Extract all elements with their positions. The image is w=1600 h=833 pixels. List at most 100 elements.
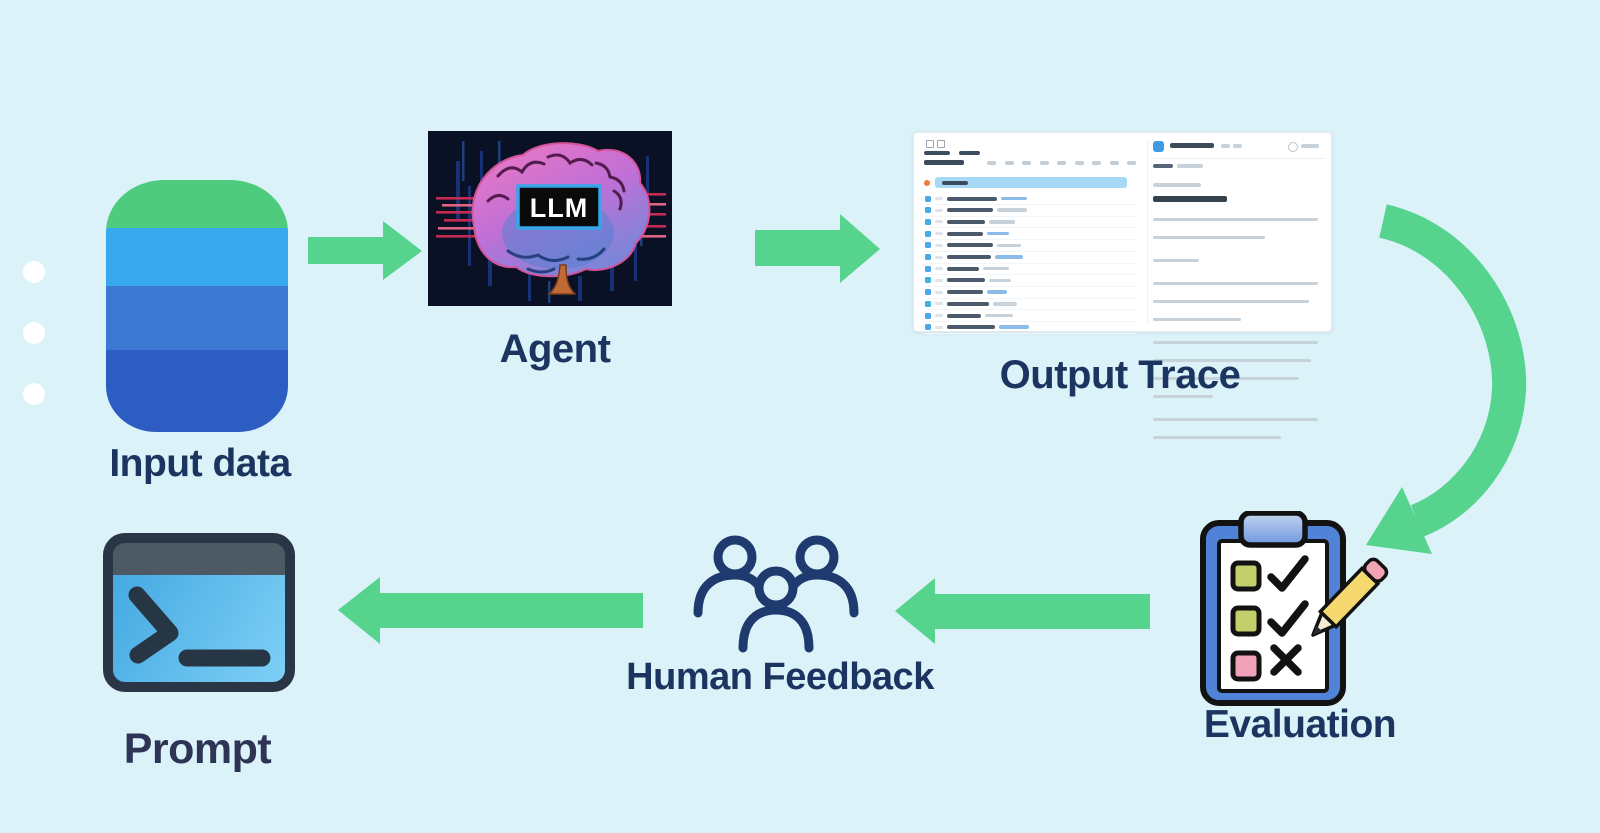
database-band-green xyxy=(106,180,288,228)
output-trace-screenshot xyxy=(913,132,1332,439)
person-head xyxy=(713,535,757,579)
trace-row-detail-skeleton xyxy=(983,266,1009,271)
trace-column-header-skeleton xyxy=(1057,161,1066,165)
input-data-label: Input data xyxy=(109,442,291,485)
trace-row-id-skeleton xyxy=(935,314,943,317)
trace-column-header-skeleton xyxy=(1109,161,1119,165)
arrow-input-to-agent-icon xyxy=(308,221,422,280)
trace-list-row xyxy=(925,216,1137,229)
trace-row-link-skeleton xyxy=(999,325,1029,329)
trace-row-link-skeleton xyxy=(995,255,1023,259)
trace-meta-skeleton xyxy=(1153,183,1201,187)
trace-selected-row-text-skeleton xyxy=(942,180,968,185)
trace-text-line-skeleton xyxy=(1153,417,1318,421)
trace-row-id-skeleton xyxy=(935,220,943,224)
arrow-feedback-to-prompt-icon xyxy=(338,577,643,644)
trace-row-name-skeleton xyxy=(947,208,993,213)
agent-label: Agent xyxy=(499,327,611,371)
trace-row-id-skeleton xyxy=(935,302,943,306)
trace-row-detail-skeleton xyxy=(997,243,1021,248)
trace-column-headers xyxy=(987,161,1136,165)
database-dot xyxy=(23,261,45,283)
trace-row-name-skeleton xyxy=(947,325,995,330)
person-head xyxy=(795,535,839,579)
trace-share-label-skeleton xyxy=(1301,144,1319,148)
trace-text-line-skeleton xyxy=(1153,358,1311,362)
trace-detail-meta-skeleton xyxy=(1233,144,1242,148)
terminal-titlebar xyxy=(113,543,285,575)
trace-row-link-skeleton xyxy=(1001,196,1027,201)
trace-column-header-skeleton xyxy=(1004,161,1014,165)
prompt-label: Prompt xyxy=(123,725,272,773)
arrow-agent-to-trace-icon xyxy=(755,214,880,283)
trace-list-row xyxy=(925,322,1137,334)
trace-output-heading-skeleton xyxy=(1153,196,1227,202)
trace-detail-panel xyxy=(1153,133,1325,439)
trace-text-line-skeleton xyxy=(1153,435,1281,439)
trace-paragraph-skeleton xyxy=(1153,334,1321,406)
trace-row-id-skeleton xyxy=(935,290,943,294)
trace-list-row xyxy=(925,310,1137,322)
terminal-body xyxy=(113,575,285,682)
brain-stem xyxy=(546,264,577,295)
checkbox-green xyxy=(1230,560,1262,592)
clipboard-clip xyxy=(1238,511,1308,548)
trace-row-icon xyxy=(925,324,931,331)
trace-row-link-skeleton xyxy=(987,290,1007,294)
agent-brain-image: LLM xyxy=(428,131,672,306)
brain-folds xyxy=(486,153,626,211)
trace-text-line-skeleton xyxy=(1153,376,1299,380)
trace-row-icon xyxy=(925,230,931,237)
trace-list-row xyxy=(925,263,1137,276)
x-mark-icon xyxy=(1270,644,1302,676)
trace-paragraph-skeleton xyxy=(1153,211,1321,247)
trace-row-id-skeleton xyxy=(935,197,943,200)
trace-input-value-skeleton xyxy=(1177,164,1203,168)
trace-row-name-skeleton xyxy=(947,301,989,306)
trace-row-id-skeleton xyxy=(935,243,943,247)
trace-detail-meta-skeleton xyxy=(1221,144,1230,148)
trace-column-header-skeleton xyxy=(1039,161,1049,165)
trace-row-name-skeleton xyxy=(947,266,979,271)
checkbox-pink xyxy=(1230,650,1262,682)
terminal-icon xyxy=(103,533,295,692)
trace-output-paragraphs xyxy=(1153,211,1321,452)
trace-paragraph-skeleton xyxy=(1153,252,1321,270)
arrow-trace-to-evaluation-head-icon xyxy=(1366,487,1432,554)
trace-list-row xyxy=(925,298,1137,311)
person-shoulders xyxy=(789,570,859,618)
trace-row-id-skeleton xyxy=(935,267,943,271)
trace-share-icon xyxy=(1288,142,1298,152)
trace-row-name-skeleton xyxy=(947,196,997,201)
trace-row-icon xyxy=(925,289,931,296)
trace-column-header-skeleton xyxy=(987,161,996,165)
brain-folds-lower xyxy=(506,247,606,274)
arrow-evaluation-to-feedback-icon xyxy=(895,578,1150,644)
trace-list-row xyxy=(925,275,1137,287)
checkbox-green xyxy=(1230,605,1262,637)
human-feedback-label: Human Feedback xyxy=(626,656,934,698)
trace-detail-title-skeleton xyxy=(1170,143,1214,148)
trace-row-id-skeleton xyxy=(935,232,943,236)
trace-text-line-skeleton xyxy=(1153,299,1309,303)
trace-row-link-skeleton xyxy=(987,231,1009,236)
trace-text-line-skeleton xyxy=(1153,394,1213,398)
trace-row-detail-skeleton xyxy=(989,278,1011,283)
database-icon xyxy=(106,180,288,432)
trace-text-line-skeleton xyxy=(1153,258,1199,262)
trace-run-icon xyxy=(1153,141,1164,152)
trace-list-row xyxy=(925,252,1137,264)
pencil-icon xyxy=(1311,557,1389,637)
trace-row-icon xyxy=(925,242,931,249)
trace-text-line-skeleton xyxy=(1153,217,1318,221)
person-shoulders xyxy=(693,570,763,618)
trace-list-row xyxy=(925,287,1137,299)
checkmark-icon xyxy=(1267,600,1309,637)
trace-panel-divider xyxy=(1147,141,1148,323)
trace-row-id-skeleton xyxy=(935,278,943,282)
database-band-light-blue xyxy=(106,228,288,286)
trace-tab-skeleton xyxy=(959,151,980,155)
person-head xyxy=(754,566,798,610)
output-trace-label: Output Trace xyxy=(999,353,1241,397)
